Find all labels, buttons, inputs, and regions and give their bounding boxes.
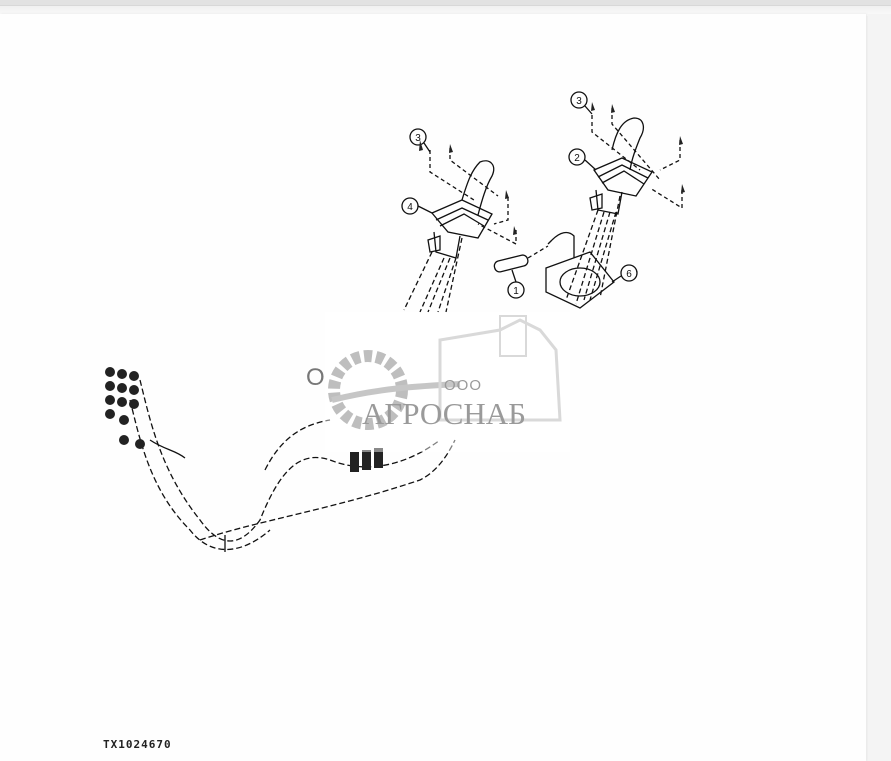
svg-text:4: 4 [407, 202, 413, 213]
watermark-stray-letter: О [306, 364, 325, 391]
svg-text:3: 3 [576, 96, 582, 107]
top-bar [0, 0, 891, 6]
callouts [401, 91, 638, 299]
watermark-company: АГРОСНАБ [362, 396, 526, 431]
svg-text:6: 6 [626, 269, 632, 280]
joystick-right [565, 108, 683, 305]
svg-text:3: 3 [415, 133, 421, 144]
top-shadow [0, 6, 891, 16]
watermark-logo [325, 312, 570, 452]
mounting-plate [545, 231, 615, 309]
joystick-left [403, 148, 517, 313]
wiring-harness [129, 379, 456, 552]
watermark-prefix: ООО [444, 377, 483, 394]
svg-text:1: 1 [513, 286, 519, 297]
figure-id-label: TX1024670 [103, 738, 172, 751]
sleeve [493, 245, 549, 273]
scrollbar-track[interactable] [868, 14, 891, 761]
harness-connectors [105, 102, 685, 472]
svg-text:2: 2 [574, 153, 580, 164]
